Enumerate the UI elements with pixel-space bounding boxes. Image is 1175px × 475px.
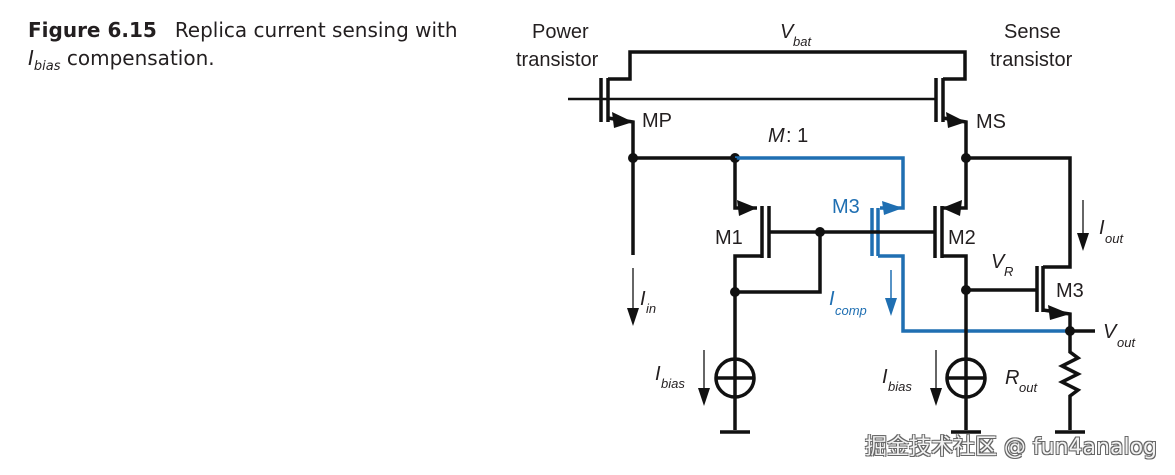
rout-resistor [1058,331,1082,430]
sense-transistor-label: Sense [1004,21,1061,43]
mp-label: MP [642,110,672,132]
m2-label: M2 [948,227,976,249]
caption-line1: Replica current sensing with [174,18,458,42]
m3-comp-label: M3 [832,196,860,218]
icomp-sub: comp [835,303,867,318]
ibias-right-arrow [930,350,942,406]
ibias-left-sub: bias [661,376,685,391]
ibias-right-sub: bias [888,379,912,394]
vr-label: V [991,251,1006,273]
power-transistor-label: transistor [516,49,599,71]
m3-out-label: M3 [1056,280,1084,302]
vr-sub: R [1004,264,1013,279]
iin-sub: in [646,301,656,316]
watermark: 掘金技术社区 @ fun4analog [864,435,1157,460]
ms-transistor [934,78,968,157]
vout-sub: out [1117,335,1136,350]
vbat-sub: bat [793,34,812,49]
ratio-label: M [768,125,785,147]
sense-transistor-label: transistor [990,49,1073,71]
icomp-arrow [885,270,897,316]
rout-label: R [1005,367,1019,389]
rout-sub: out [1019,380,1038,395]
ratio-rest: : 1 [786,125,808,147]
compensation-path [735,156,1070,333]
m3-output-transistor [966,156,1095,336]
iout-sub: out [1105,231,1124,246]
caption-line2: compensation. [60,46,215,70]
junction [628,153,638,163]
ibias-left-label: I [655,363,661,385]
caption-symbol: I [28,46,34,70]
ms-label: MS [976,111,1006,133]
ibias-left-source [714,357,756,434]
caption-symbol-sub: bias [33,59,61,74]
mp-transistor [599,78,635,157]
iin-arrow [627,268,639,326]
m1-label: M1 [715,227,743,249]
vout-label: V [1103,321,1118,343]
ibias-left-arrow [698,350,710,406]
icomp-label: I [829,288,835,310]
iout-label: I [1099,217,1105,239]
iin-label: I [640,288,646,310]
power-transistor-label: Power [532,21,589,43]
ibias-right-label: I [882,366,888,388]
vbat-label: V [780,21,795,43]
vbat-rail [608,50,967,81]
ibias-right-source [945,357,987,434]
figure-label: Figure 6.15 [28,18,157,42]
iout-arrow [1077,200,1089,251]
m1-transistor [730,158,935,430]
